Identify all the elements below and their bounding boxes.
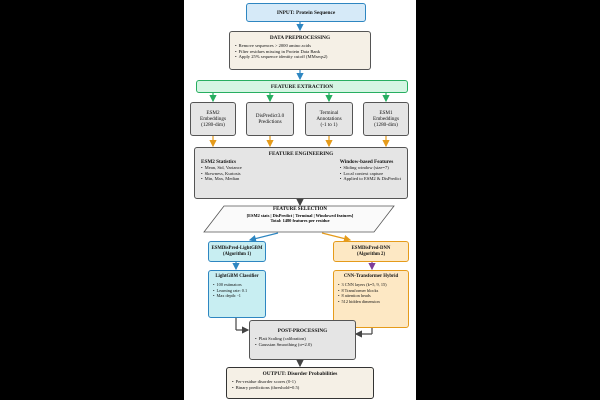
preprocessing-title: DATA PREPROCESSING [269, 35, 331, 41]
list-item: Min, Max, Median [201, 176, 242, 182]
feature-esm1-box: ESM1 Embeddings (1280-dim) [363, 102, 409, 136]
list-item: 8 Transformer blocks [338, 288, 404, 294]
feature-selection-parallelogram [203, 205, 395, 233]
esm2-statistics-column: ESM2 Statistics Mean, Std, Variance Skew… [201, 159, 242, 182]
list-item: Remove sequences > 2000 amino acids [235, 43, 365, 49]
algorithm2-title: ESMDisPred-DNN (Algorithm 2) [351, 245, 391, 257]
feature-dispredict-label: DisPredict3.0 Predictions [255, 113, 285, 125]
esm2-statistics-title: ESM2 Statistics [201, 159, 237, 165]
list-item: Mean, Std, Variance [201, 165, 242, 171]
list-item: Max depth: -1 [213, 293, 261, 299]
lightgbm-classifier-box: LightGBM Classifier 100 estimators Learn… [208, 270, 266, 318]
list-item: Per-residue disorder scores (0-1) [232, 379, 368, 385]
input-title: INPUT: Protein Sequence [276, 9, 336, 16]
list-item: 512 hidden dimension [338, 299, 404, 305]
output-box: OUTPUT: Disorder Probabilities Per-resid… [226, 367, 374, 399]
list-item: Learning rate: 0.1 [213, 288, 261, 294]
lightgbm-classifier-title: LightGBM Classifier [215, 274, 259, 279]
list-item: 100 estimators [213, 282, 261, 288]
feature-terminal-box: Terminal Annotations (-1 to 1) [305, 102, 353, 136]
feature-terminal-label: Terminal Annotations (-1 to 1) [316, 110, 342, 128]
feature-extraction-title: FEATURE EXTRACTION [270, 83, 334, 90]
list-item: Platt Scaling (calibration) [255, 336, 350, 342]
cnn-transformer-title: CNN-Transformer Hybrid [343, 274, 399, 279]
list-item: Applied to ESM2 & DisPredict [340, 176, 401, 182]
list-item: 3 CNN layers (k=5, 9, 15) [338, 282, 404, 288]
feature-extraction-box: FEATURE EXTRACTION [196, 80, 408, 93]
arrow-selection-to-algorithm1 [248, 232, 279, 243]
feature-esm2-box: ESM2 Embeddings (1280-dim) [190, 102, 236, 136]
algorithm2-box: ESMDisPred-DNN (Algorithm 2) [333, 241, 409, 262]
window-features-title: Window-based Features [339, 159, 394, 165]
cnn-transformer-box: CNN-Transformer Hybrid 3 CNN layers (k=5… [333, 270, 409, 328]
list-item: 8 attention heads [338, 293, 404, 299]
algorithm1-box: ESMDisPred-LightGBM (Algorithm 1) [208, 241, 266, 262]
arrow-selection-to-algorithm2 [321, 232, 352, 243]
preprocessing-list: Remove sequences > 2000 amino acids Filt… [235, 43, 365, 60]
list-item: Sliding window (size=7) [340, 165, 401, 171]
list-item: Apply 25% sequence identity cutoff (MMse… [235, 54, 365, 60]
list-item: Gaussian Smoothing (σ=2.0) [255, 342, 350, 348]
feature-engineering-box: FEATURE ENGINEERING ESM2 Statistics Mean… [194, 147, 408, 199]
feature-esm1-label: ESM1 Embeddings (1280-dim) [373, 110, 399, 128]
window-features-column: Window-based Features Sliding window (si… [340, 159, 401, 182]
postprocessing-box: POST-PROCESSING Platt Scaling (calibrati… [249, 320, 356, 360]
preprocessing-box: DATA PREPROCESSING Remove sequences > 20… [229, 31, 371, 70]
feature-selection-line2: Total: 1480 features per residue [270, 218, 330, 224]
algorithm1-title: ESMDisPred-LightGBM (Algorithm 1) [211, 245, 263, 257]
feature-selection-title: FEATURE SELECTION [273, 207, 327, 212]
feature-selection-line1: [ESM2 stats | DisPredict | Terminal | Wi… [246, 213, 354, 218]
list-item: Skewness, Kurtosis [201, 171, 242, 177]
list-item: Local context capture [340, 171, 401, 177]
output-title: OUTPUT: Disorder Probabilities [262, 371, 338, 377]
input-box: INPUT: Protein Sequence [246, 3, 366, 22]
list-item: Filter residues missing in Protein Data … [235, 49, 365, 55]
feature-engineering-title: FEATURE ENGINEERING [268, 151, 334, 157]
list-item: Binary predictions (threshold=0.5) [232, 385, 368, 391]
feature-selection-box: FEATURE SELECTION [ESM2 stats | DisPredi… [210, 207, 390, 231]
feature-esm2-label: ESM2 Embeddings (1280-dim) [200, 110, 226, 128]
feature-dispredict-box: DisPredict3.0 Predictions [246, 102, 294, 136]
postprocessing-title: POST-PROCESSING [277, 328, 328, 334]
